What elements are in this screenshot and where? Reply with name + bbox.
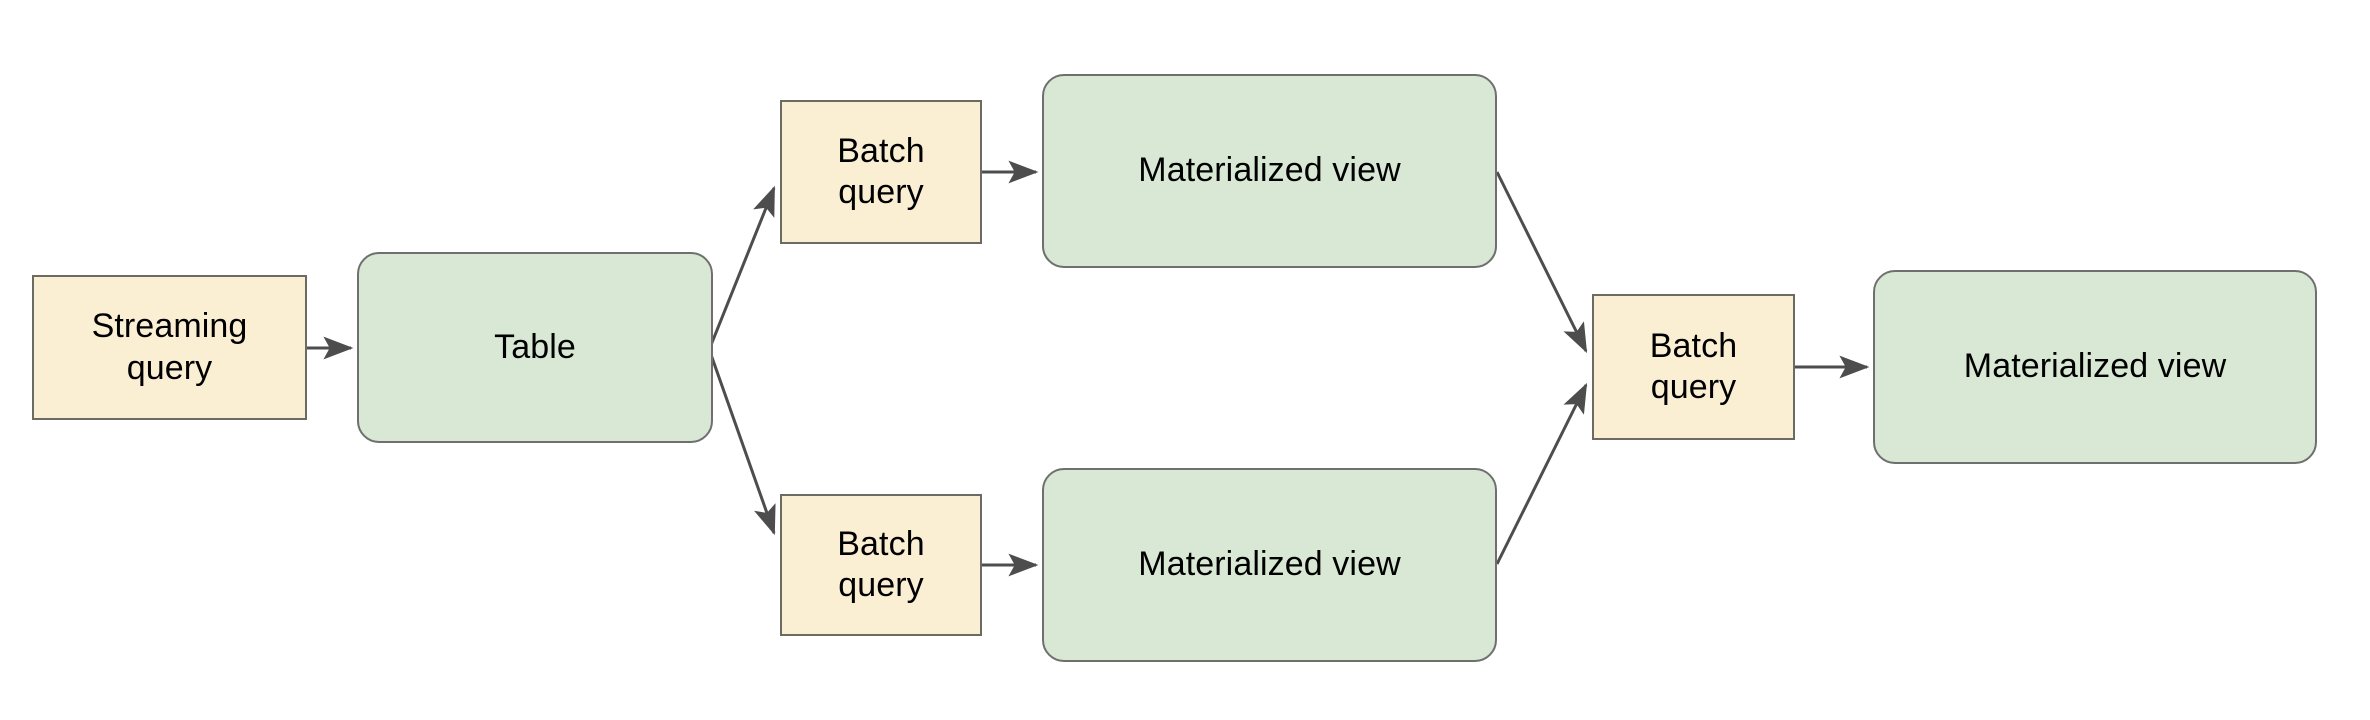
node-label: Batch query <box>837 524 925 604</box>
node-table[interactable]: Table <box>357 252 713 443</box>
node-materialized-view-bottom[interactable]: Materialized view <box>1042 468 1497 662</box>
edge-table-to-batch-query-bottom <box>701 331 776 536</box>
node-materialized-view-top[interactable]: Materialized view <box>1042 74 1497 268</box>
node-batch-query-join[interactable]: Batch query <box>1592 294 1795 440</box>
node-label: Batch query <box>1649 326 1738 406</box>
edge-paths <box>307 160 1870 577</box>
node-batch-query-bottom[interactable]: Batch query <box>780 494 982 636</box>
node-label: Table <box>494 327 576 366</box>
node-label: Materialized view <box>1138 151 1401 190</box>
node-streaming-query[interactable]: Streaming query <box>32 275 307 420</box>
node-label: Materialized view <box>1963 347 2227 386</box>
node-batch-query-top[interactable]: Batch query <box>780 100 982 244</box>
node-label: Materialized view <box>1138 545 1401 584</box>
edge-materialized-view-bottom-to-batch-query-join <box>1495 382 1588 565</box>
edge-materialized-view-top-to-batch-query-join <box>1495 171 1588 354</box>
node-materialized-view-final[interactable]: Materialized view <box>1873 270 2317 464</box>
node-label: Streaming query <box>91 307 248 387</box>
edge-table-to-batch-query-top <box>701 185 776 366</box>
node-label: Batch query <box>837 131 925 211</box>
